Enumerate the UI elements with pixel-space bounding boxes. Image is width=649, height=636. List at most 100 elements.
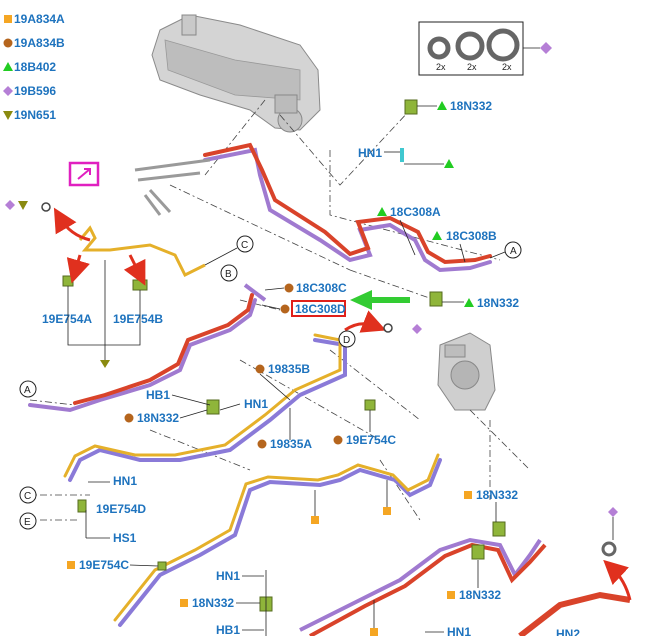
triangle-symbol-icon — [464, 298, 474, 307]
purple-pipe-b — [243, 283, 267, 302]
label-19e754c-low: 19E754C — [79, 558, 129, 572]
legend-code-square: 19A834A — [14, 12, 65, 26]
label-hb1-bottom: HB1 — [216, 623, 240, 636]
gasket-icon — [41, 202, 51, 212]
red-pipe-bottom-right — [518, 591, 631, 636]
label-hs1: HS1 — [113, 531, 137, 545]
callout-c-top-text: C — [241, 240, 248, 251]
down-triangle-symbol-icon — [18, 201, 28, 210]
label-18c308d: 18C308D — [295, 302, 346, 316]
callout-b-text: B — [225, 269, 232, 280]
small-gasket-icon — [427, 36, 451, 60]
label-hb1-mid: HB1 — [146, 388, 170, 402]
gray-pipes — [134, 158, 211, 216]
label-18n332-bottom: 18N332 — [192, 596, 234, 610]
label-19e754c: 19E754C — [346, 433, 396, 447]
legend-code-triangle: 18B402 — [14, 60, 56, 74]
label-19e754b: 19E754B — [113, 312, 163, 326]
label-19e754d: 19E754D — [96, 502, 146, 516]
gold-pipe-lower — [113, 453, 440, 622]
square-symbol-icon — [464, 491, 472, 499]
dot-symbol-icon — [124, 413, 134, 423]
magenta-arrow-icon — [77, 168, 91, 180]
magenta-frame-icon — [68, 161, 100, 187]
blue-pipe-long — [68, 338, 347, 482]
callout-b — [220, 264, 238, 282]
triangle-symbol-icon — [444, 159, 454, 168]
label-hn2: HN2 — [556, 627, 580, 636]
square-symbol-icon — [180, 599, 188, 607]
callout-c-top — [236, 235, 254, 253]
label-hn1-bottom: HN1 — [216, 569, 240, 583]
square-symbol-icon — [370, 628, 378, 636]
dot-symbol-icon — [255, 364, 265, 374]
dot-symbol-icon — [3, 38, 13, 48]
callout-a-right — [504, 241, 522, 259]
label-hn1-mid: HN1 — [244, 397, 268, 411]
gasket-count-small: 2x — [436, 62, 446, 72]
part-labels: 18N332 HN1 18C308A 18C308B A 18N332 18C3… — [19, 99, 580, 636]
square-symbol-icon — [383, 507, 391, 515]
triangle-symbol-icon — [437, 101, 447, 110]
label-18n332-right-a: 18N332 — [476, 488, 518, 502]
gasket-icon — [601, 541, 617, 557]
gasket-box: 2x 2x 2x — [418, 21, 552, 76]
down-triangle-symbol-icon — [3, 111, 13, 120]
label-19835b: 19835B — [268, 362, 310, 376]
clip-icon — [77, 499, 87, 513]
label-hn1-right: HN1 — [447, 625, 471, 636]
purple-pipe-bottom — [299, 537, 542, 632]
legend-code-down-triangle: 19N651 — [14, 108, 56, 122]
blue-pipe-lower — [118, 458, 442, 627]
dot-symbol-icon — [284, 283, 294, 293]
clip-icon — [62, 275, 74, 287]
clip-icon — [471, 544, 485, 560]
gold-hose-left — [78, 225, 206, 278]
callout-e-left — [19, 512, 37, 530]
callout-c-left-text: C — [24, 491, 31, 502]
callout-e-left-text: E — [24, 517, 31, 528]
diamond-symbol-icon — [608, 507, 618, 517]
label-18n332-mid: 18N332 — [477, 296, 519, 310]
label-18n332-top: 18N332 — [450, 99, 492, 113]
large-gasket-icon — [486, 28, 520, 62]
clip-icon — [206, 399, 220, 415]
triangle-symbol-icon — [432, 231, 442, 240]
label-18n332-right-b: 18N332 — [459, 588, 501, 602]
purple-pipe-mid — [28, 298, 257, 413]
callout-d-text: D — [343, 335, 350, 346]
clip-icon — [132, 279, 148, 291]
red-pipe-mid — [73, 293, 254, 405]
hvac-unit — [151, 14, 321, 133]
red-arrow-icon — [66, 254, 90, 284]
red-arrow-icon — [123, 254, 146, 286]
diamond-symbol-icon — [3, 86, 13, 96]
clip-icon — [157, 561, 167, 571]
label-18c308c: 18C308C — [296, 281, 347, 295]
label-18n332-left: 18N332 — [137, 411, 179, 425]
dashed-guide-lines — [25, 99, 531, 521]
clip-icon — [404, 99, 418, 115]
dot-symbol-icon — [333, 435, 343, 445]
red-arrow-icon — [344, 310, 387, 333]
square-symbol-icon — [447, 591, 455, 599]
diamond-symbol-icon — [412, 324, 422, 334]
clip-icon — [492, 521, 506, 537]
diamond-symbol-icon — [540, 42, 552, 54]
gasket-icon — [383, 323, 393, 333]
label-hn1-low: HN1 — [113, 474, 137, 488]
label-hn1-top: HN1 — [358, 146, 382, 160]
clip-icon — [364, 399, 376, 411]
hn1-fastener-icon — [400, 148, 404, 162]
callout-d — [338, 330, 356, 348]
legend-code-dot: 19A834B — [14, 36, 65, 50]
square-symbol-icon — [311, 516, 319, 524]
down-triangle-symbol-icon — [100, 360, 110, 368]
legend: 19A834A 19A834B 18B402 19B596 19N651 — [3, 12, 65, 122]
callout-a-left-text: A — [24, 385, 31, 396]
callout-c-left — [19, 486, 37, 504]
green-arrowhead-icon — [350, 290, 372, 310]
triangle-symbol-icon — [377, 207, 387, 216]
